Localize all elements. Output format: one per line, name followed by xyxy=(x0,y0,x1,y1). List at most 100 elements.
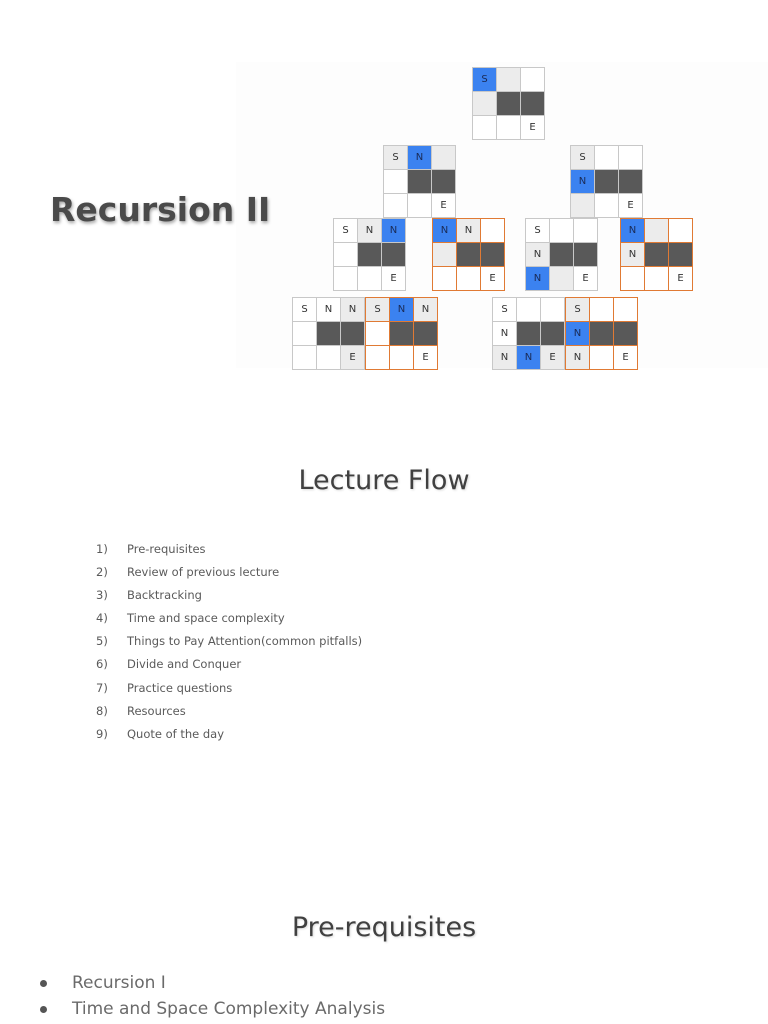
maze-cell: E xyxy=(574,267,597,290)
maze-cell: E xyxy=(619,194,642,217)
maze-cell: E xyxy=(521,116,544,139)
maze-cell xyxy=(408,194,431,217)
maze-cell: N xyxy=(390,298,413,321)
item-text: Practice questions xyxy=(127,680,233,695)
list-item: 2)Review of previous lecture xyxy=(96,565,362,588)
maze-cell xyxy=(481,243,504,266)
maze-cell xyxy=(541,298,564,321)
maze-cell xyxy=(517,322,540,345)
maze-cell xyxy=(590,322,613,345)
maze-cell xyxy=(457,267,480,290)
maze-cell xyxy=(669,219,692,242)
maze-cell: N xyxy=(414,298,437,321)
item-text: Divide and Conquer xyxy=(127,657,242,672)
maze-cell: E xyxy=(481,267,504,290)
maze-cell xyxy=(590,298,613,321)
list-item: 5)Things to Pay Attention(common pitfall… xyxy=(96,634,362,657)
maze-cell xyxy=(669,243,692,266)
prerequisites-heading: Pre-requisites xyxy=(291,912,477,943)
list-item: 8)Resources xyxy=(96,704,362,727)
maze-cell: E xyxy=(614,346,637,369)
maze-cell xyxy=(481,219,504,242)
maze-cell: S xyxy=(571,146,594,169)
item-text: Resources xyxy=(127,703,186,718)
list-item: 4)Time and space complexity xyxy=(96,611,362,634)
maze-cell xyxy=(521,92,544,115)
maze-cell: N xyxy=(341,298,364,321)
maze-cell: S xyxy=(566,298,589,321)
item-text: Recursion I xyxy=(72,973,166,993)
maze-cell xyxy=(550,267,573,290)
maze-cell xyxy=(390,346,413,369)
bullet-icon xyxy=(40,979,47,987)
maze-cell xyxy=(433,243,456,266)
lecture-flow-list: 1) Pre-requisites 2)Review of previous le… xyxy=(96,542,362,750)
item-number: 9) xyxy=(96,726,108,741)
maze-cell: N xyxy=(358,219,381,242)
maze-cell xyxy=(497,116,520,139)
maze-cell: S xyxy=(473,68,496,91)
item-number: 6) xyxy=(96,657,108,672)
maze-cell xyxy=(366,346,389,369)
maze-cell xyxy=(645,267,668,290)
list-item: Time and Space Complexity Analysis xyxy=(40,996,385,1022)
maze-cell xyxy=(408,170,431,193)
maze-cell xyxy=(541,322,564,345)
maze-cell: S xyxy=(293,298,316,321)
maze-cell xyxy=(457,243,480,266)
maze-cell: N xyxy=(433,219,456,242)
item-text: Backtracking xyxy=(127,588,202,603)
maze-cell: N xyxy=(621,219,644,242)
item-number: 4) xyxy=(96,611,108,626)
maze-cell xyxy=(317,322,340,345)
maze-cell: S xyxy=(493,298,516,321)
maze-cell xyxy=(550,219,573,242)
maze-cell: E xyxy=(382,267,405,290)
maze-cell xyxy=(473,92,496,115)
maze-cell xyxy=(317,346,340,369)
item-number: 5) xyxy=(96,634,108,649)
maze-cell xyxy=(619,146,642,169)
item-number: 1) xyxy=(96,542,108,556)
maze-cell: S xyxy=(366,298,389,321)
maze-cell: S xyxy=(334,219,357,242)
maze-cell: S xyxy=(526,219,549,242)
item-text: Pre-requisites xyxy=(127,542,206,556)
bullet-icon xyxy=(40,1005,47,1013)
maze-cell: E xyxy=(432,194,455,217)
maze-cell xyxy=(517,298,540,321)
maze-cell xyxy=(595,170,618,193)
maze-cell xyxy=(619,170,642,193)
maze-cell xyxy=(550,243,573,266)
list-item: 9)Quote of the day xyxy=(96,727,362,750)
maze-cell: E xyxy=(341,346,364,369)
item-number: 2) xyxy=(96,565,108,580)
maze-cell xyxy=(614,322,637,345)
maze-cell xyxy=(614,298,637,321)
maze-cell xyxy=(497,68,520,91)
maze-cell xyxy=(414,322,437,345)
maze-cell xyxy=(621,267,644,290)
maze-cell xyxy=(390,322,413,345)
maze-cell: E xyxy=(541,346,564,369)
maze-cell xyxy=(595,194,618,217)
maze-cell xyxy=(432,170,455,193)
lecture-flow-heading: Lecture Flow xyxy=(298,465,470,496)
maze-cell: N xyxy=(571,170,594,193)
maze-cell xyxy=(334,267,357,290)
maze-cell xyxy=(574,219,597,242)
list-item: 6) Divide and Conquer xyxy=(96,657,362,680)
maze-cell xyxy=(293,322,316,345)
maze-cell xyxy=(497,92,520,115)
maze-cell xyxy=(574,243,597,266)
maze-cell: N xyxy=(457,219,480,242)
maze-cell: N xyxy=(493,322,516,345)
prerequisites-list: Recursion I Time and Space Complexity An… xyxy=(40,970,385,1022)
